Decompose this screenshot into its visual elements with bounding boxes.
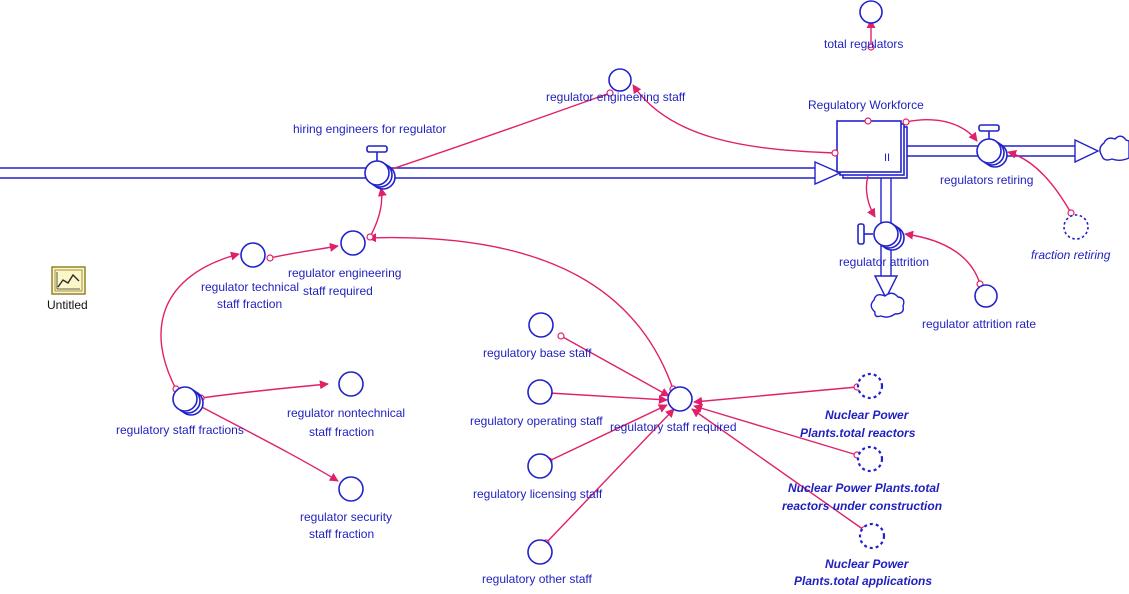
connector (548, 404, 668, 462)
nontech-label-2: staff fraction (309, 425, 374, 439)
connector (197, 404, 339, 482)
connector (904, 230, 981, 285)
regulatory-operating-staff-node[interactable] (527, 379, 553, 405)
npp-reactors-under-construction-ghost-node[interactable] (856, 445, 884, 473)
npp-total-applications-ghost-node[interactable] (858, 522, 886, 550)
nontech-label-1: regulator nontechnical (287, 406, 405, 420)
other-staff-label: regulatory other staff (482, 572, 593, 586)
total-regulators-label: total regulators (824, 37, 903, 51)
base-staff-label: regulatory base staff (483, 346, 592, 360)
tech-fraction-label-2: staff fraction (217, 297, 282, 311)
connector (865, 175, 876, 218)
npp-construction-label-2: reactors under construction (782, 499, 942, 513)
npp-reactors-label-2: Plants.total reactors (800, 426, 916, 440)
connector (382, 92, 611, 174)
connector (200, 380, 329, 399)
connector (1007, 149, 1072, 214)
untitled-label: Untitled (47, 298, 88, 312)
regulator-attrition-label: regulator attrition (839, 255, 929, 269)
staff-fractions-label: regulatory staff fractions (116, 423, 244, 437)
connector (545, 408, 675, 544)
fraction-retiring-label: fraction retiring (1031, 248, 1111, 262)
regulators-retiring-label: regulators retiring (940, 173, 1033, 187)
regulatory-base-staff-node[interactable] (528, 312, 554, 338)
npp-applications-label-2: Plants.total applications (794, 574, 932, 588)
npp-applications-label-1: Nuclear Power (825, 557, 910, 571)
untitled-graph-pad[interactable] (51, 266, 86, 295)
regulator-attrition-valve[interactable] (857, 221, 905, 251)
eng-required-label-1: regulator engineering (288, 266, 401, 280)
operating-staff-label: regulatory operating staff (470, 414, 603, 428)
npp-construction-label-1: Nuclear Power Plants.total (788, 481, 940, 495)
inflow-pipe[interactable] (0, 160, 842, 186)
connector (691, 408, 865, 531)
regulators-retiring-valve[interactable] (976, 124, 1008, 168)
connectors (160, 19, 1072, 544)
connector (367, 233, 674, 390)
regulatory-licensing-staff-node[interactable] (527, 453, 553, 479)
regulator-technical-staff-fraction-node[interactable] (240, 242, 266, 268)
eng-required-label-2: staff required (303, 284, 373, 298)
staff-required-label: regulatory staff required (610, 420, 737, 434)
connector (693, 386, 858, 406)
cloud-icon (870, 292, 905, 318)
regulator-engineering-staff-required-node[interactable] (340, 230, 366, 256)
regulator-security-staff-fraction-node[interactable] (338, 476, 364, 502)
connector (905, 119, 978, 142)
regulatory-workforce-stock[interactable]: II (836, 120, 908, 179)
regulatory-workforce-label: Regulatory Workforce (808, 98, 924, 112)
regulator-nontechnical-staff-fraction-node[interactable] (338, 371, 364, 397)
total-regulators-node[interactable] (859, 0, 883, 24)
connector (369, 187, 387, 238)
connector (693, 404, 858, 456)
regulatory-staff-required-node[interactable] (667, 386, 693, 412)
security-label-1: regulator security (300, 510, 392, 524)
security-label-2: staff fraction (309, 527, 374, 541)
cloud-icon (1099, 135, 1129, 161)
regulator-engineering-staff-label: regulator engineering staff (546, 90, 686, 104)
licensing-staff-label: regulatory licensing staff (473, 487, 603, 501)
line-graph-icon (56, 272, 80, 290)
regulatory-other-staff-node[interactable] (527, 539, 553, 565)
hiring-engineers-valve[interactable] (364, 145, 396, 190)
connector (160, 251, 240, 390)
regulator-attrition-rate-node[interactable] (974, 284, 998, 308)
regulatory-staff-fractions-node[interactable] (172, 386, 204, 416)
fraction-retiring-ghost-node[interactable] (1063, 214, 1089, 240)
connector (632, 84, 836, 154)
tech-fraction-label-1: regulator technical (201, 280, 299, 294)
regulator-engineering-staff-node[interactable] (608, 68, 632, 92)
npp-total-reactors-ghost-node[interactable] (856, 372, 884, 400)
connector (548, 392, 668, 405)
stock-marker: II (884, 152, 890, 164)
regulator-attrition-rate-label: regulator attrition rate (922, 317, 1036, 331)
hiring-engineers-label: hiring engineers for regulator (293, 122, 446, 136)
connector (269, 242, 339, 259)
npp-reactors-label-1: Nuclear Power (825, 408, 910, 422)
connector (560, 335, 670, 397)
